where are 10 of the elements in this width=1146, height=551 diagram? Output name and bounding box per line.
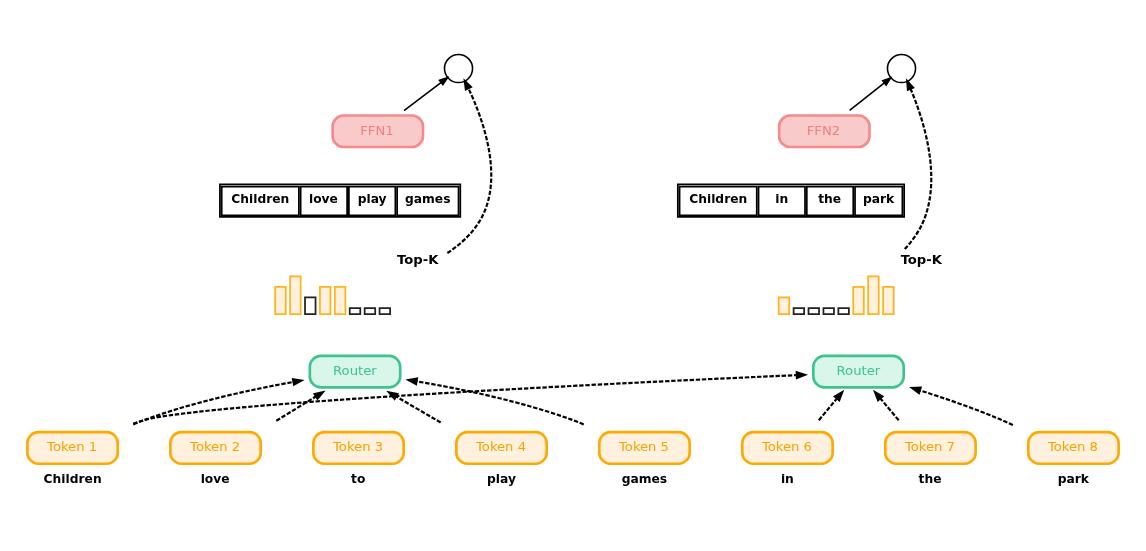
node-label: in: [780, 471, 794, 486]
node-label: Top-K: [900, 251, 942, 267]
node-label: Top-K: [397, 251, 439, 267]
node-label: play: [487, 471, 516, 486]
node-label: park: [1057, 471, 1089, 486]
node-label: the: [918, 471, 942, 486]
node-label: to: [351, 471, 366, 486]
node-label: games: [621, 471, 668, 486]
node-label: Children: [43, 471, 102, 486]
node-label: love: [200, 471, 230, 486]
